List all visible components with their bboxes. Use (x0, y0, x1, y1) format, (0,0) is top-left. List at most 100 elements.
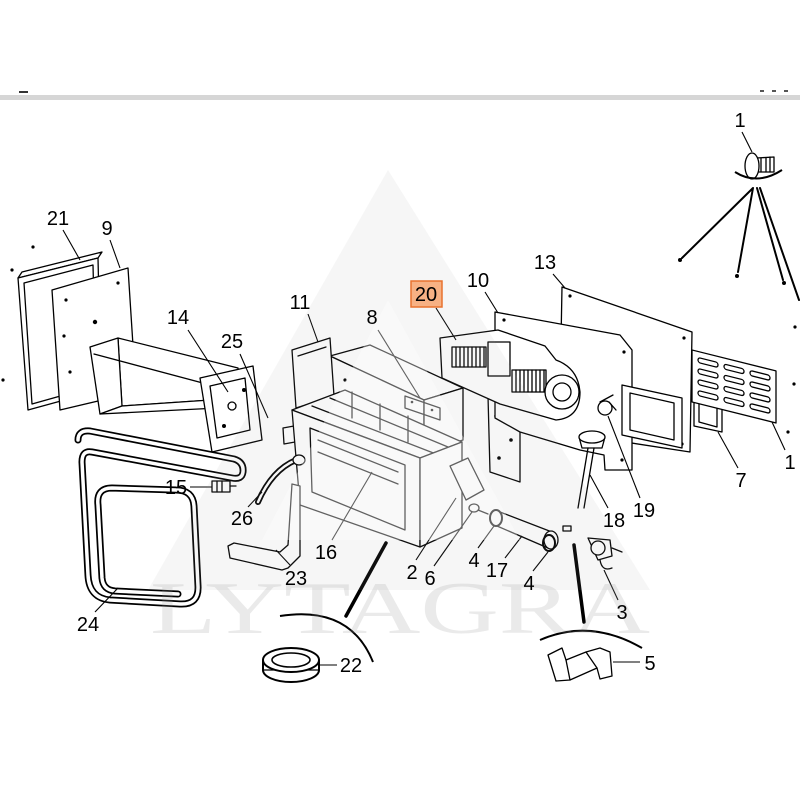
callout-11[interactable]: 11 (290, 292, 311, 314)
callout-21[interactable]: 21 (47, 208, 69, 230)
part-11-panel (291, 337, 335, 409)
separator-mark-right (784, 90, 788, 92)
part-24-gasket (74, 427, 247, 608)
loose-rivet (793, 325, 797, 329)
leader-line-11 (307, 313, 319, 343)
rivet (682, 336, 686, 340)
part-18-rod (577, 430, 606, 509)
rivet (242, 388, 246, 392)
leader-line-2 (415, 497, 457, 561)
watermark: LYTAGRA (148, 170, 650, 650)
fitting-handle (599, 394, 617, 411)
part-19-fitting (597, 394, 617, 416)
callout-8[interactable]: 8 (366, 307, 377, 329)
leader-line-17 (504, 535, 523, 559)
separator-mark-right (760, 90, 764, 92)
leader-line-25 (239, 353, 269, 419)
ring-group-arc (279, 613, 374, 663)
callout-13[interactable]: 13 (534, 252, 556, 274)
screw-head (468, 503, 480, 513)
valve-knob (590, 540, 606, 556)
callout-7[interactable]: 7 (735, 470, 746, 492)
tray-rim (93, 353, 215, 387)
leader-line-1 (741, 131, 753, 153)
leader-line-14 (187, 329, 229, 393)
callout-2[interactable]: 2 (406, 562, 417, 584)
rivet (62, 334, 66, 338)
callout-4[interactable]: 4 (468, 550, 479, 572)
rivet (502, 318, 506, 322)
callout-19[interactable]: 19 (633, 500, 655, 522)
grille-slot (697, 379, 719, 390)
callout-24[interactable]: 24 (77, 614, 99, 636)
leader-line-19 (607, 415, 641, 499)
callout-3[interactable]: 3 (616, 602, 627, 624)
blower-motor (487, 341, 511, 377)
loose-rivet (1, 378, 5, 382)
part-23-bar (227, 483, 301, 571)
grille-slot (749, 392, 771, 403)
grille-slot (723, 374, 745, 386)
frame-opening (309, 427, 406, 531)
callout-16[interactable]: 16 (315, 542, 337, 564)
part-16-frame (291, 389, 463, 548)
rivet (568, 294, 572, 298)
leader-line-13 (552, 273, 566, 289)
callout-20[interactable]: 20 (415, 284, 437, 306)
callout-6[interactable]: 6 (424, 568, 435, 590)
callout-26[interactable]: 26 (231, 508, 253, 530)
callout-5[interactable]: 5 (644, 653, 655, 675)
rivet (509, 438, 513, 442)
callout-1[interactable]: 1 (734, 110, 745, 132)
callout-12-partial[interactable]: 1 (784, 452, 795, 474)
loose-rivet (10, 268, 14, 272)
leader-line-21 (62, 229, 81, 261)
callout-15[interactable]: 15 (165, 477, 187, 499)
screw-threads (760, 156, 771, 173)
parts (1, 152, 797, 683)
loose-rivet (792, 382, 796, 386)
leader-line-18 (589, 474, 609, 509)
rivet (497, 456, 501, 460)
callout-25[interactable]: 25 (221, 331, 243, 353)
housing-label-plate (404, 395, 441, 421)
plate-25-hole (227, 401, 237, 411)
callout-23[interactable]: 23 (285, 568, 307, 590)
part-20-blower (439, 329, 581, 421)
grille-slot (723, 396, 745, 408)
ring-group-line (344, 541, 388, 618)
loose-rivet (782, 281, 786, 285)
rivet (343, 378, 347, 382)
separator-mark-right (772, 90, 776, 92)
callout-14[interactable]: 14 (167, 307, 189, 329)
grille-slot (749, 403, 771, 414)
watermark-text: LYTAGRA (150, 568, 650, 650)
connector-pins (216, 480, 237, 493)
leader-line-4b (532, 551, 549, 572)
callout-17[interactable]: 17 (486, 560, 508, 582)
frame-7-inner (629, 392, 675, 441)
callout-10[interactable]: 10 (467, 270, 489, 292)
rivet (222, 424, 226, 428)
watermark-triangle-logo (148, 170, 650, 590)
fitting-body (597, 400, 613, 416)
rivet (68, 370, 72, 374)
loose-rivet (678, 258, 682, 262)
leader-line-24 (94, 587, 119, 613)
rivet (620, 458, 624, 462)
ring-inner (271, 652, 311, 668)
loose-rivet (786, 430, 790, 434)
fan-blades (515, 369, 545, 393)
leader-line-4 (477, 525, 495, 549)
gasket-core (76, 429, 245, 606)
callout-22[interactable]: 22 (340, 655, 362, 677)
callout-9[interactable]: 9 (101, 218, 112, 240)
group-leaders (279, 169, 800, 663)
part-22-ring (262, 647, 320, 683)
callout-4-second[interactable]: 4 (523, 573, 534, 595)
part-4-clamp (489, 509, 503, 527)
callout-18[interactable]: 18 (603, 510, 625, 532)
leader-lines (62, 131, 786, 666)
rod-shaft (577, 447, 595, 509)
callouts: 1 21 9 13 10 20 11 8 14 25 7 1 19 18 15 … (47, 110, 796, 677)
